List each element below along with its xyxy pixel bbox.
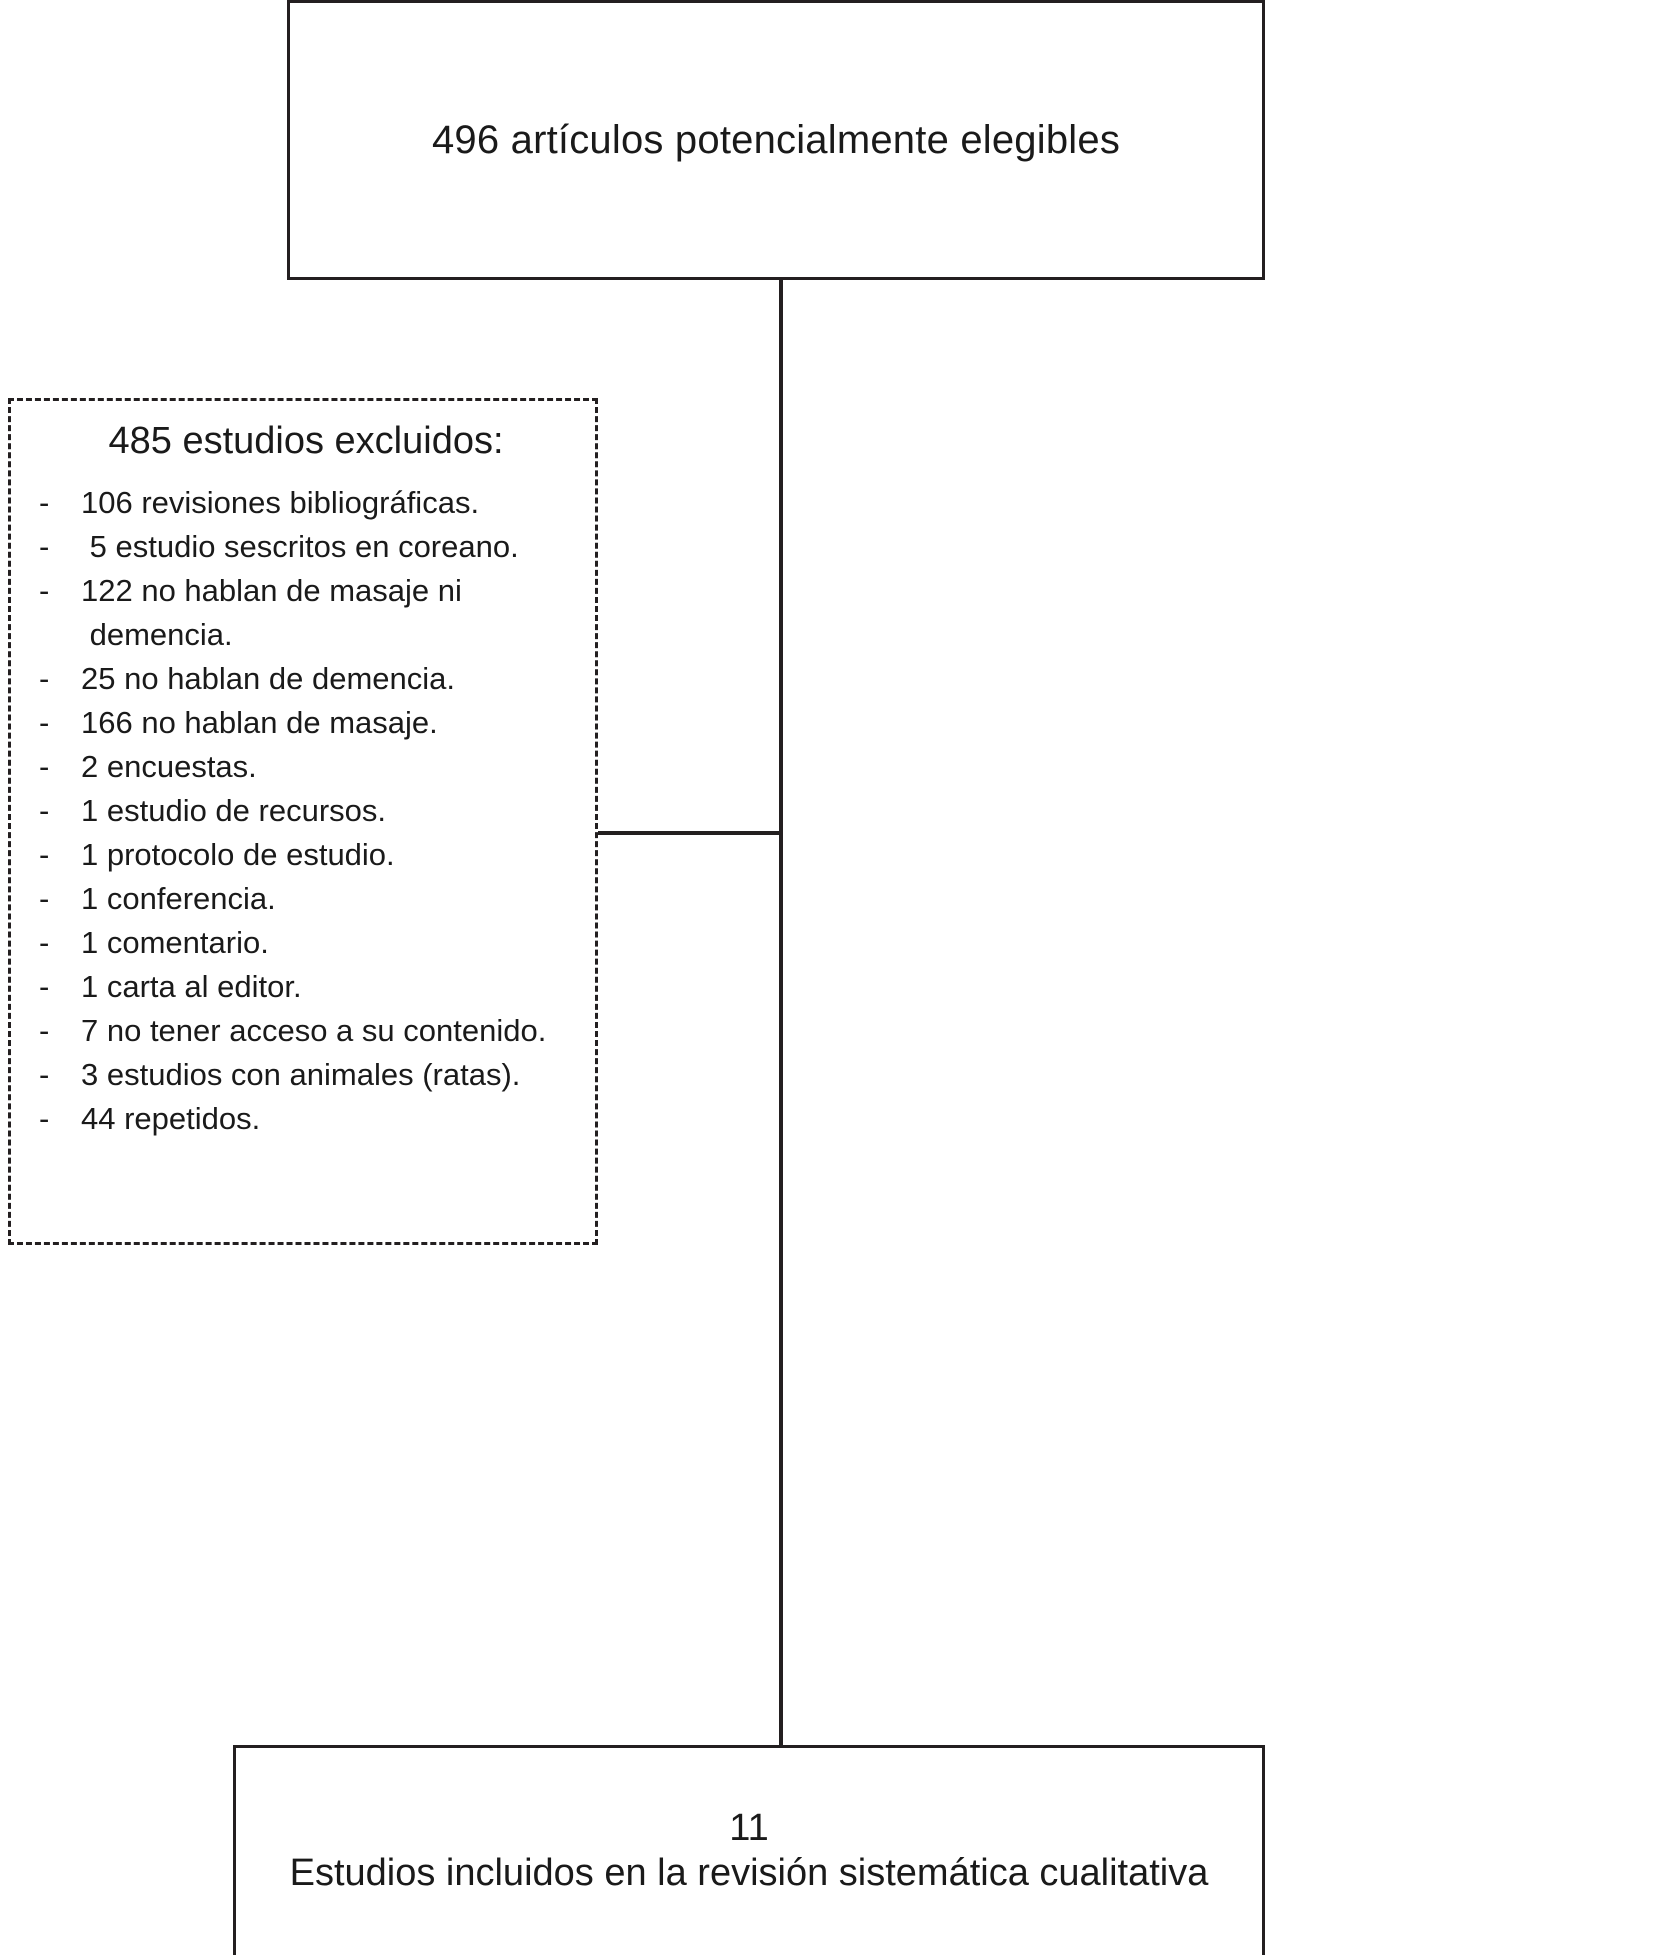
excluded-studies-item-label: 1 conferencia. — [81, 880, 276, 916]
bottom-box-included-studies: 11 Estudios incluidos en la revisión sis… — [233, 1745, 1265, 1955]
excluded-studies-item-label: 5 estudio sescritos en coreano. — [81, 528, 519, 564]
excluded-studies-list: -106 revisiones bibliográficas.- 5 estud… — [21, 481, 585, 1141]
connector-branch-to-excluded — [595, 831, 783, 835]
excluded-studies-item-label: 3 estudios con animales (ratas). — [81, 1056, 521, 1092]
list-bullet-dash: - — [39, 704, 50, 740]
excluded-studies-title: 485 estudios excluidos: — [108, 420, 504, 462]
excluded-studies-list-item: -166 no hablan de masaje. — [39, 701, 585, 745]
excluded-studies-list-item: -106 revisiones bibliográficas. — [39, 481, 585, 525]
excluded-studies-list-item: -1 carta al editor. — [39, 965, 585, 1009]
excluded-studies-list-item: -2 encuestas. — [39, 745, 585, 789]
excluded-studies-item-label: 44 repetidos. — [81, 1100, 261, 1136]
list-bullet-dash: - — [39, 748, 50, 784]
list-bullet-dash: - — [39, 968, 50, 1004]
excluded-studies-item-label: 1 estudio de recursos. — [81, 792, 387, 828]
excluded-studies-item-label: 1 carta al editor. — [81, 968, 302, 1004]
list-bullet-dash: - — [39, 836, 50, 872]
list-bullet-dash: - — [39, 792, 50, 828]
excluded-studies-box: 485 estudios excluidos: -106 revisiones … — [8, 398, 598, 1245]
excluded-studies-list-item: -25 no hablan de demencia. — [39, 657, 585, 701]
excluded-studies-item-label: 106 revisiones bibliográficas. — [81, 484, 480, 520]
excluded-studies-item-label: 1 protocolo de estudio. — [81, 836, 395, 872]
list-bullet-dash: - — [39, 528, 50, 564]
excluded-studies-list-item: -122 no hablan de masaje ni demencia. — [39, 569, 585, 657]
excluded-studies-item-label: 25 no hablan de demencia. — [81, 660, 456, 696]
connector-vertical-main — [779, 278, 783, 1748]
list-bullet-dash: - — [39, 660, 50, 696]
excluded-studies-list-item: -7 no tener acceso a su contenido. — [39, 1009, 585, 1053]
excluded-studies-item-label: 7 no tener acceso a su contenido. — [81, 1012, 547, 1048]
excluded-studies-item-label: 2 encuestas. — [81, 748, 257, 784]
list-bullet-dash: - — [39, 1100, 50, 1136]
list-bullet-dash: - — [39, 484, 50, 520]
top-box-label: 496 artículos potencialmente elegibles — [431, 118, 1121, 162]
excluded-studies-item-label: 122 no hablan de masaje ni demencia. — [81, 572, 462, 652]
excluded-studies-item-label: 166 no hablan de masaje. — [81, 704, 438, 740]
excluded-studies-list-item: - 5 estudio sescritos en coreano. — [39, 525, 585, 569]
list-bullet-dash: - — [39, 1056, 50, 1092]
excluded-studies-list-item: -1 conferencia. — [39, 877, 585, 921]
excluded-studies-list-item: -44 repetidos. — [39, 1097, 585, 1141]
list-bullet-dash: - — [39, 880, 50, 916]
excluded-studies-list-item: -1 comentario. — [39, 921, 585, 965]
list-bullet-dash: - — [39, 924, 50, 960]
excluded-studies-list-item: -1 protocolo de estudio. — [39, 833, 585, 877]
list-bullet-dash: - — [39, 572, 50, 608]
list-bullet-dash: - — [39, 1012, 50, 1048]
included-studies-count: 11 — [729, 1807, 769, 1849]
excluded-studies-list-item: -1 estudio de recursos. — [39, 789, 585, 833]
top-box-potentially-eligible: 496 artículos potencialmente elegibles — [287, 0, 1265, 280]
included-studies-caption: Estudios incluidos en la revisión sistem… — [289, 1851, 1209, 1894]
excluded-studies-item-label: 1 comentario. — [81, 924, 269, 960]
excluded-studies-list-item: -3 estudios con animales (ratas). — [39, 1053, 585, 1097]
